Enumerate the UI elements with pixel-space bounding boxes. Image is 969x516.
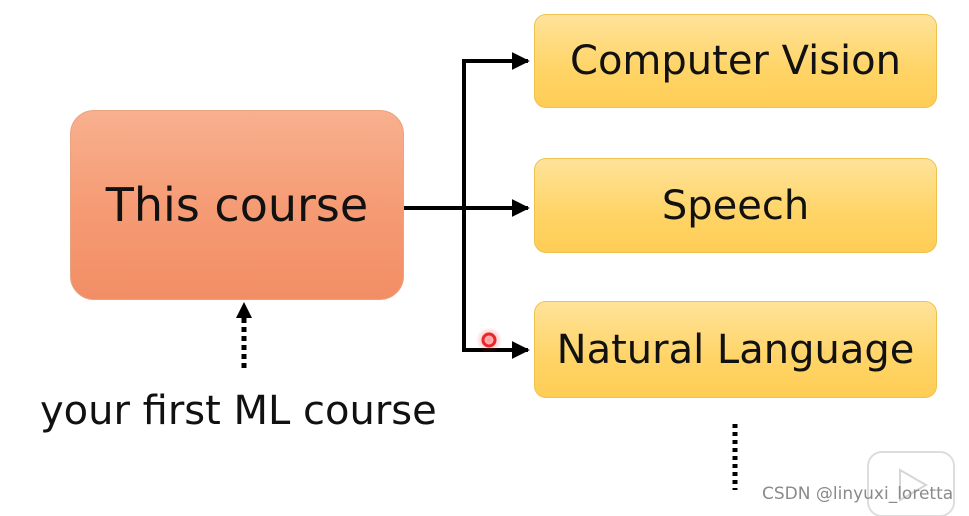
speech-box: Speech xyxy=(534,158,937,253)
csdn-watermark: CSDN @linyuxi_loretta xyxy=(762,484,954,504)
natural-language-box: Natural Language xyxy=(534,301,937,398)
red-pointer-dot-icon xyxy=(476,327,502,353)
computer-vision-box: Computer Vision xyxy=(534,14,937,108)
natural-language-label: Natural Language xyxy=(556,326,915,373)
speech-label: Speech xyxy=(661,182,810,229)
computer-vision-label: Computer Vision xyxy=(570,38,901,84)
play-logo-icon xyxy=(867,451,955,516)
first-ml-course-caption: your first ML course xyxy=(40,388,437,434)
this-course-box: This course xyxy=(70,110,404,300)
dotted-arrow-head xyxy=(236,302,252,318)
this-course-label: This course xyxy=(105,178,369,232)
